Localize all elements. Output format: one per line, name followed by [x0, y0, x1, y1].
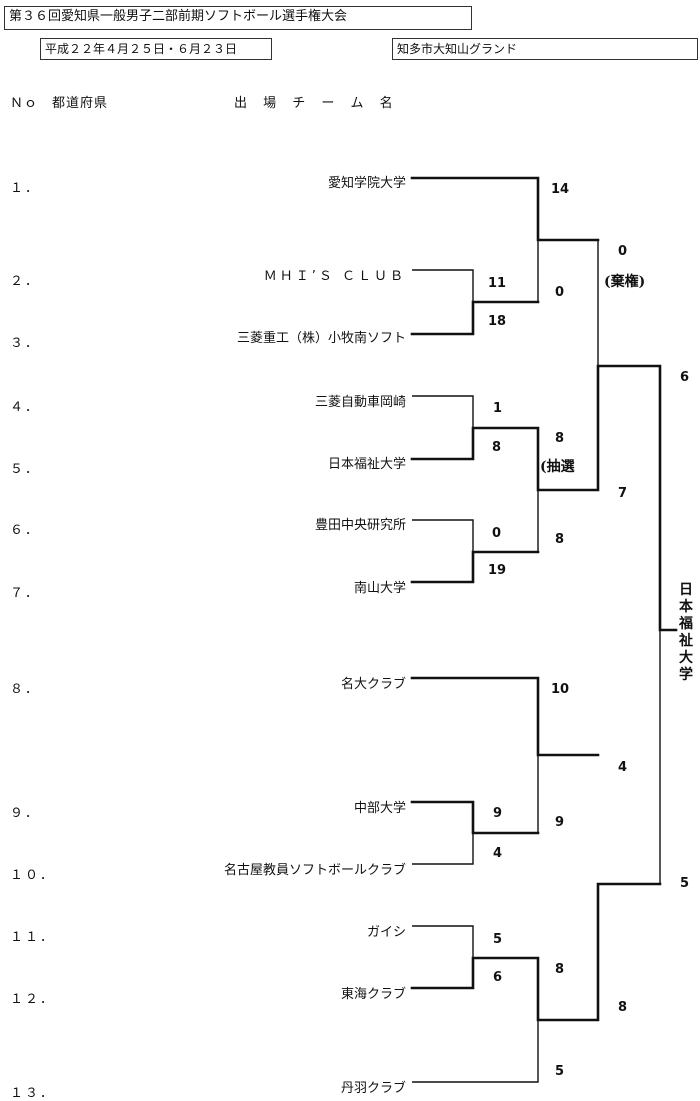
bracket-path-8	[410, 676, 600, 757]
team-name: 名古屋教員ソフトボールクラブ	[223, 863, 406, 878]
dates-box: 平成２２年４月２５日・６月２３日	[40, 38, 272, 60]
score: 5	[493, 932, 503, 947]
score: 8	[555, 962, 565, 977]
score: 0	[492, 526, 502, 541]
tournament-title: 第３６回愛知県一般男子二部前期ソフトボール選手権大会	[9, 9, 348, 24]
score: 9	[555, 815, 565, 830]
team-no: １０．	[10, 868, 56, 883]
team-no: １２．	[10, 992, 56, 1007]
score: 6	[493, 970, 503, 985]
team-no: ９．	[10, 806, 41, 821]
bracket-path-10	[412, 833, 474, 865]
score: 19	[488, 563, 507, 578]
bracket-path-13	[412, 1020, 539, 1083]
bracket-path-7	[410, 550, 540, 584]
bracket-path-5	[410, 364, 678, 632]
score: 4	[493, 846, 503, 861]
champion-name: 日本福祉大学	[679, 582, 693, 683]
bracket-path-6	[412, 519, 474, 552]
team-no: ６．	[10, 523, 41, 538]
team-no: ４．	[10, 400, 41, 415]
bracket-path-2	[412, 269, 474, 302]
score: 5	[555, 1064, 565, 1079]
bracket-path-11	[412, 925, 474, 958]
tournament-title-box: 第３６回愛知県一般男子二部前期ソフトボール選手権大会	[4, 6, 472, 30]
team-no: ８．	[10, 682, 41, 697]
team-no: １３．	[10, 1086, 56, 1101]
team-name: ＭＨＩ’Ｓ ＣＬＵＢ	[263, 269, 406, 284]
bracket-path-1	[410, 176, 600, 242]
team-name: 東海クラブ	[340, 987, 406, 1002]
venue-box: 知多市大知山グランド	[392, 38, 698, 60]
tournament-venue: 知多市大知山グランド	[397, 42, 518, 56]
team-no: ５．	[10, 462, 41, 477]
team-name: 三菱重工（株）小牧南ソフト	[236, 331, 406, 346]
score: 8	[492, 440, 502, 455]
team-no: ３．	[10, 336, 41, 351]
team-name: 日本福祉大学	[327, 457, 406, 472]
bracket-path-9	[410, 800, 540, 835]
team-no: １．	[10, 181, 41, 196]
score: 1	[493, 401, 503, 416]
column-no: Ｎｏ	[10, 96, 39, 111]
score: 7	[618, 486, 628, 501]
score: 11	[488, 276, 507, 291]
lottery-note: (抽選	[540, 459, 575, 475]
score: 4	[618, 760, 628, 775]
score: 5	[680, 876, 690, 891]
score: 14	[551, 182, 570, 197]
team-name: 南山大学	[353, 581, 406, 596]
team-name: 中部大学	[353, 801, 406, 816]
column-team-name: 出 場 チ ー ム 名	[234, 96, 399, 111]
team-no: ７．	[10, 586, 41, 601]
column-prefecture: 都道府県	[52, 96, 109, 111]
bracket-path-3	[410, 300, 540, 336]
team-name: 愛知学院大学	[327, 176, 406, 191]
score: 8	[555, 532, 565, 547]
team-name: 豊田中央研究所	[314, 518, 406, 533]
score: 0	[618, 244, 628, 259]
forfeit-note: (棄権)	[604, 274, 646, 290]
team-name: 名大クラブ	[340, 677, 406, 692]
score: 6	[680, 370, 690, 385]
score: 8	[618, 1000, 628, 1015]
team-name: ガイシ	[366, 925, 406, 940]
bracket-path-12	[410, 882, 662, 1022]
score: 9	[493, 806, 503, 821]
team-no: ２．	[10, 274, 41, 289]
score: 18	[488, 314, 507, 329]
team-name: 三菱自動車岡崎	[314, 395, 406, 410]
bracket-path-4	[412, 395, 474, 428]
score: 0	[555, 285, 565, 300]
score: 10	[551, 682, 570, 697]
team-name: 丹羽クラブ	[340, 1081, 406, 1096]
tournament-dates: 平成２２年４月２５日・６月２３日	[45, 42, 238, 56]
team-no: １１．	[10, 930, 56, 945]
score: 8	[555, 431, 565, 446]
